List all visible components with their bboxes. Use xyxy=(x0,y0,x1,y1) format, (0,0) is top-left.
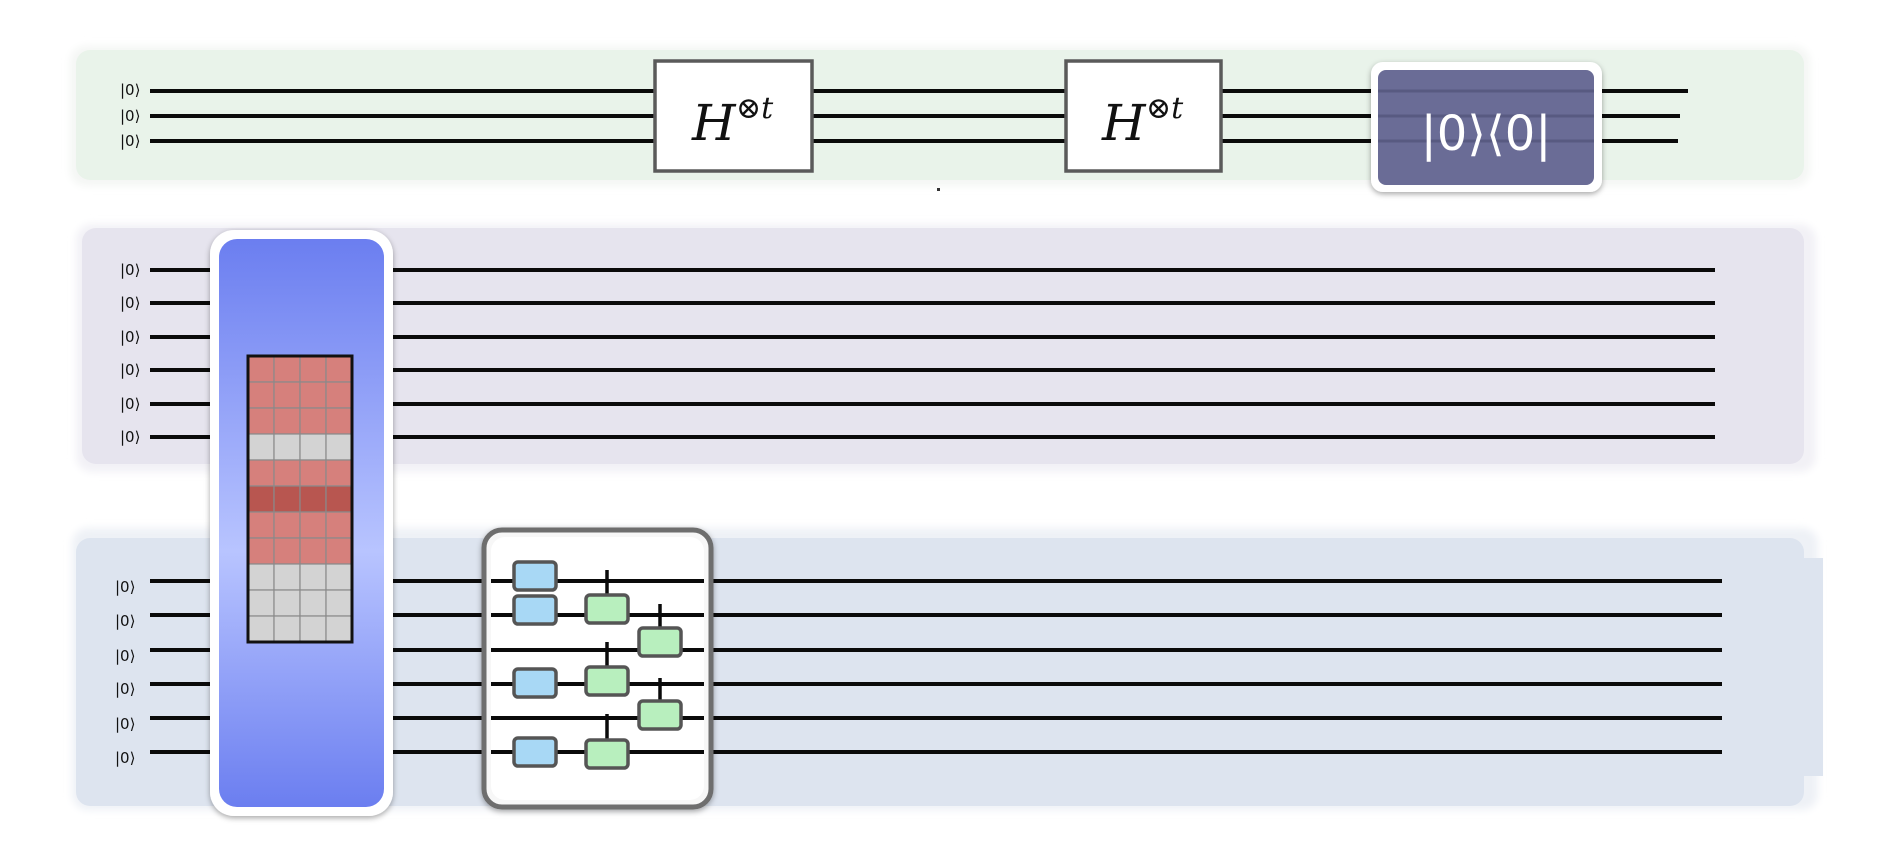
grid-cell-1-2 xyxy=(299,381,327,409)
grid-cell-2-1 xyxy=(273,407,301,435)
dot-marker xyxy=(937,188,940,191)
bottom-qubit-label-3: |0⟩ xyxy=(115,680,135,698)
hadamard-gate-1[interactable]: H ⊗t xyxy=(653,59,814,173)
projector-fill xyxy=(1378,70,1594,185)
grid-cell-2-0 xyxy=(247,407,275,435)
grid-cell-1-1 xyxy=(273,381,301,409)
ansatz-gates xyxy=(491,560,704,770)
grid-cell-7-0 xyxy=(247,537,275,565)
middle-qubit-label-1: |0⟩ xyxy=(120,294,140,312)
two-qubit-gate-3 xyxy=(637,699,683,731)
projector-label: |0⟩⟨0| xyxy=(1421,106,1552,162)
grid-cell-9-1 xyxy=(273,589,301,617)
grid-cell-3-3 xyxy=(325,433,353,461)
grid-border xyxy=(246,354,354,644)
grid-cell-5-3 xyxy=(325,485,353,513)
bottom-qubit-label-4: |0⟩ xyxy=(115,715,135,733)
grid-cell-0-1 xyxy=(273,355,301,383)
bottom-qubit-label-2: |0⟩ xyxy=(115,647,135,665)
grid-cell-7-1 xyxy=(273,537,301,565)
hadamard-gate-1-superscript: ⊗t xyxy=(736,91,774,126)
top-qubit-label-0: |0⟩ xyxy=(120,81,140,99)
grid-cell-9-0 xyxy=(247,589,275,617)
single-qubit-gate-0 xyxy=(512,560,558,592)
single-qubit-gate-2 xyxy=(512,667,558,699)
bottom-qubit-label-5: |0⟩ xyxy=(115,749,135,767)
grid-cell-0-0 xyxy=(247,355,275,383)
grid-cell-5-2 xyxy=(299,485,327,513)
grid-cell-6-0 xyxy=(247,511,275,539)
grid-cell-7-3 xyxy=(325,537,353,565)
hadamard-gate-2-label: H xyxy=(1101,94,1147,152)
middle-qubit-label-2: |0⟩ xyxy=(120,328,140,346)
grid-cell-8-1 xyxy=(273,563,301,591)
grid-cell-8-2 xyxy=(299,563,327,591)
grid-cell-1-0 xyxy=(247,381,275,409)
bottom-qubit-label-0: |0⟩ xyxy=(115,578,135,596)
two-qubit-gate-1 xyxy=(637,626,683,658)
grid-cell-9-3 xyxy=(325,589,353,617)
grid-cell-10-1 xyxy=(273,615,301,643)
two-qubit-gate-0 xyxy=(584,593,630,625)
grid-cell-3-0 xyxy=(247,433,275,461)
grid-cell-9-2 xyxy=(299,589,327,617)
grid-cell-5-1 xyxy=(273,485,301,513)
grid-cell-2-3 xyxy=(325,407,353,435)
middle-qubit-label-0: |0⟩ xyxy=(120,261,140,279)
middle-qubit-label-4: |0⟩ xyxy=(120,395,140,413)
bottom-qubit-label-1: |0⟩ xyxy=(115,612,135,630)
grid-cell-2-2 xyxy=(299,407,327,435)
projector-gate[interactable]: |0⟩⟨0| xyxy=(1371,62,1602,192)
middle-qubit-label-3: |0⟩ xyxy=(120,361,140,379)
grid-cell-5-0 xyxy=(247,485,275,513)
grid-cell-6-2 xyxy=(299,511,327,539)
hadamard-gate-2-box xyxy=(1064,59,1223,173)
top-qubit-label-1: |0⟩ xyxy=(120,107,140,125)
grid-cell-3-2 xyxy=(299,433,327,461)
single-qubit-gate-3 xyxy=(512,736,558,768)
qubit-labels: |0⟩ |0⟩ |0⟩ |0⟩ |0⟩ |0⟩ |0⟩ |0⟩ |0⟩ |0⟩ … xyxy=(115,81,140,767)
hadamard-gate-2-superscript: ⊗t xyxy=(1146,91,1184,126)
grid-cell-7-2 xyxy=(299,537,327,565)
grid-cell-8-3 xyxy=(325,563,353,591)
grid-cell-10-2 xyxy=(299,615,327,643)
hadamard-gate-1-label: H xyxy=(691,94,737,152)
grid-cell-6-1 xyxy=(273,511,301,539)
hadamard-gate-1-box xyxy=(653,59,814,173)
single-qubit-gate-1 xyxy=(512,594,558,626)
grid-cell-0-2 xyxy=(299,355,327,383)
two-qubit-gate-2 xyxy=(584,665,630,697)
grid-cell-6-3 xyxy=(325,511,353,539)
middle-qubit-label-5: |0⟩ xyxy=(120,428,140,446)
grid-cell-4-2 xyxy=(299,459,327,487)
grid-cell-3-1 xyxy=(273,433,301,461)
grid-cell-8-0 xyxy=(247,563,275,591)
grid-cell-10-3 xyxy=(325,615,353,643)
top-qubit-label-2: |0⟩ xyxy=(120,132,140,150)
grid-cell-0-3 xyxy=(325,355,353,383)
grid-cell-10-0 xyxy=(247,615,275,643)
grid-cell-4-3 xyxy=(325,459,353,487)
grid-cell-4-0 xyxy=(247,459,275,487)
panel-bottom-tab xyxy=(1795,558,1823,776)
encoder-grid xyxy=(246,354,354,644)
two-qubit-gate-4 xyxy=(584,738,630,770)
ansatz-block[interactable] xyxy=(481,527,714,810)
grid-cell-4-1 xyxy=(273,459,301,487)
grid-cell-1-3 xyxy=(325,381,353,409)
hadamard-gate-2[interactable]: H ⊗t xyxy=(1064,59,1223,173)
data-encoder-block[interactable] xyxy=(210,230,393,816)
